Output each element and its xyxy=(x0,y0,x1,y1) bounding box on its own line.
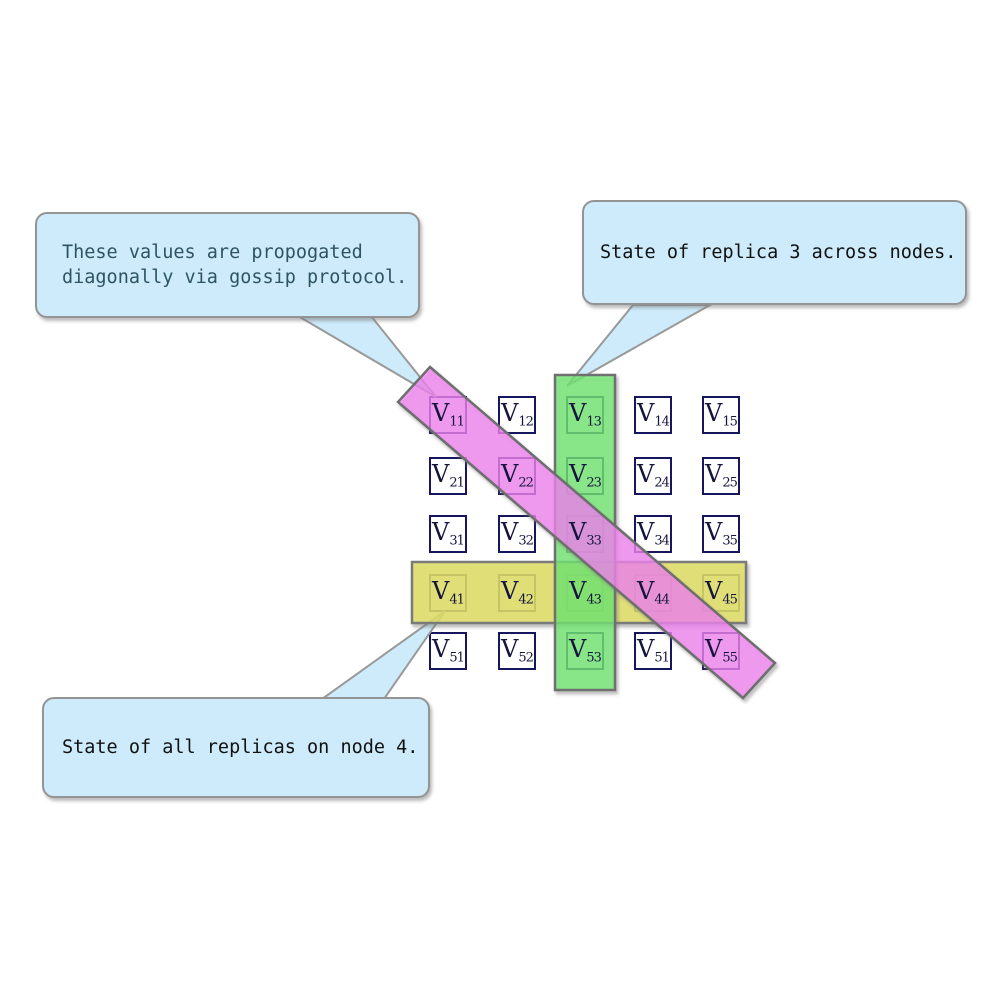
matrix-cell-v51-r5c1: V51 xyxy=(429,632,467,670)
matrix-cell-label: V52 xyxy=(501,635,534,666)
matrix-cell-v24-r2c4: V24 xyxy=(634,457,672,495)
callout-gossip-line2: diagonally via gossip protocol. xyxy=(62,267,408,288)
matrix-cell-v35-r3c5: V35 xyxy=(702,515,740,553)
matrix-cell-label: V34 xyxy=(637,518,670,549)
matrix-cell-v22-r2c2: V22 xyxy=(498,457,536,495)
matrix-cell-label: V31 xyxy=(432,518,465,549)
matrix-cell-label: V15 xyxy=(705,399,738,430)
matrix-cell-label: V32 xyxy=(501,518,534,549)
matrix-cell-v43-r4c3: V43 xyxy=(566,574,604,612)
matrix-cell-label: V43 xyxy=(569,577,602,608)
matrix-cell-v55-r5c5: V55 xyxy=(702,632,740,670)
matrix-cell-label: V51 xyxy=(432,635,465,666)
matrix-cell-v33-r3c3: V33 xyxy=(566,515,604,553)
matrix-cell-v23-r2c3: V23 xyxy=(566,457,604,495)
matrix-cell-v52-r5c2: V52 xyxy=(498,632,536,670)
matrix-cell-v34-r3c4: V34 xyxy=(634,515,672,553)
matrix-cell-v21-r2c1: V21 xyxy=(429,457,467,495)
matrix-cell-label: V14 xyxy=(637,399,670,430)
matrix-cell-label: V42 xyxy=(501,577,534,608)
matrix-cell-label: V11 xyxy=(432,399,465,430)
matrix-cell-label: V13 xyxy=(569,399,602,430)
callout-tail-replica xyxy=(566,304,714,387)
matrix-cell-v15-r1c5: V15 xyxy=(702,396,740,434)
callout-gossip: These values are propogated diagonally v… xyxy=(35,212,420,318)
callout-tail-node4 xyxy=(318,610,446,700)
matrix-cell-label: V35 xyxy=(705,518,738,549)
matrix-cell-label: V12 xyxy=(501,399,534,430)
matrix-cell-label: V44 xyxy=(637,577,670,608)
matrix-cell-label: V45 xyxy=(705,577,738,608)
callout-gossip-line1: These values are propogated xyxy=(62,242,363,263)
matrix-cell-v42-r4c2: V42 xyxy=(498,574,536,612)
matrix-cell-v51-r5c4: V51 xyxy=(634,632,672,670)
matrix-cell-v12-r1c2: V12 xyxy=(498,396,536,434)
matrix-cell-label: V51 xyxy=(637,635,670,666)
matrix-cell-label: V41 xyxy=(432,577,465,608)
callout-replica3-text: State of replica 3 across nodes. xyxy=(600,242,957,263)
matrix-cell-label: V21 xyxy=(432,460,465,491)
callout-tail-gossip xyxy=(294,315,437,398)
matrix-cell-label: V33 xyxy=(569,518,602,549)
callout-node4-text: State of all replicas on node 4. xyxy=(62,737,419,758)
callout-node4: State of all replicas on node 4. xyxy=(42,697,430,798)
matrix-cell-v13-r1c3: V13 xyxy=(566,396,604,434)
matrix-cell-label: V53 xyxy=(569,635,602,666)
matrix-cell-v41-r4c1: V41 xyxy=(429,574,467,612)
matrix-cell-v11-r1c1: V11 xyxy=(429,396,467,434)
matrix-cell-label: V22 xyxy=(501,460,534,491)
matrix-cell-v45-r4c5: V45 xyxy=(702,574,740,612)
matrix-cell-label: V23 xyxy=(569,460,602,491)
matrix-cell-v31-r3c1: V31 xyxy=(429,515,467,553)
callout-replica3: State of replica 3 across nodes. xyxy=(582,200,967,305)
matrix-cell-label: V24 xyxy=(637,460,670,491)
matrix-cell-label: V55 xyxy=(705,635,738,666)
matrix-cell-v32-r3c2: V32 xyxy=(498,515,536,553)
matrix-cell-v25-r2c5: V25 xyxy=(702,457,740,495)
matrix-cell-v53-r5c3: V53 xyxy=(566,632,604,670)
matrix-cell-v44-r4c4: V44 xyxy=(634,574,672,612)
matrix-cell-label: V25 xyxy=(705,460,738,491)
matrix-cell-v14-r1c4: V14 xyxy=(634,396,672,434)
